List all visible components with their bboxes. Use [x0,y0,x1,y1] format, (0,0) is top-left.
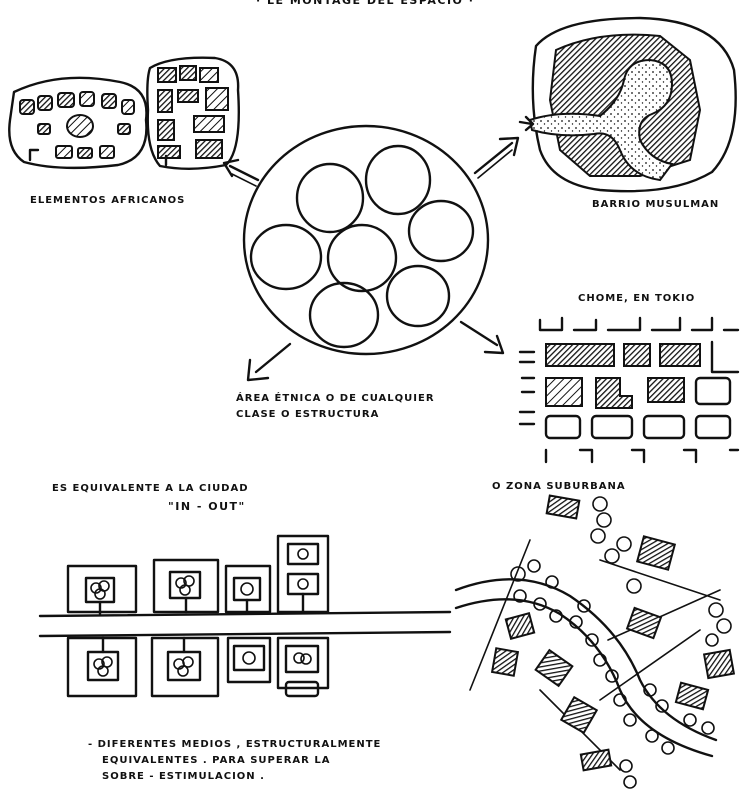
label-chome-tokyo: CHOME, EN TOKIO [578,293,696,304]
in-out-top-lots [66,534,330,616]
label-in-out-line1: ES EQUIVALENTE A LA CIUDAD [52,483,249,494]
arrow-to-african [222,158,260,187]
diagram-title: · LE MONTAGE DEL ESPACIO · [256,0,475,7]
label-in-out-line2: "IN - OUT" [168,500,246,513]
label-african-elements: ELEMENTOS AFRICANOS [30,195,186,206]
caption-line3: SOBRE - ESTIMULACION . [102,771,265,782]
label-ethnic-area-line1: ÁREA ÉTNICA O DE CUALQUIER [236,393,435,404]
caption-line1: - DIFERENTES MEDIOS , ESTRUCTURALMENTE [88,739,382,750]
caption-line2: EQUIVALENTES . PARA SUPERAR LA [102,755,331,766]
suburban-zone-diagram [454,494,736,789]
suburban-houses [490,494,736,772]
muslim-quarter-diagram [518,16,737,193]
in-out-bottom-lots [66,636,330,698]
arrow-to-chome [459,320,505,355]
label-muslim-quarter: BARRIO MUSULMAN [592,199,720,210]
label-suburban-zone: O ZONA SUBURBANA [492,481,626,492]
arrow-to-caption [246,342,292,382]
chome-grid-diagram [518,316,740,464]
suburban-trees [510,496,732,789]
label-ethnic-area-line2: CLASE O ESTRUCTURA [236,409,380,420]
arrow-to-muslim [473,136,520,179]
central-area-diagram [242,124,490,356]
in-out-city-diagram [38,534,452,698]
african-elements-diagram [8,56,240,170]
